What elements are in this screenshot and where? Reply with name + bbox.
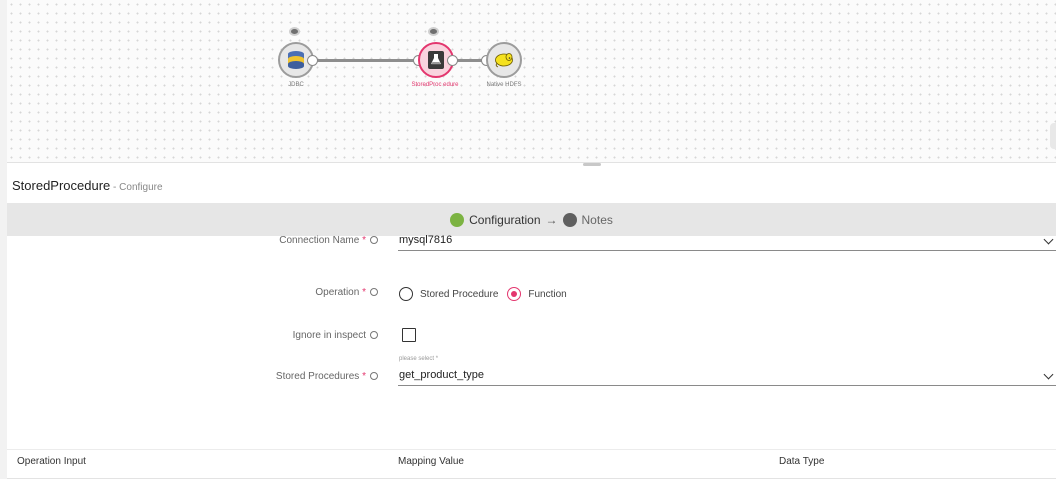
column-header-operation-input: Operation Input [17,456,86,467]
required-marker: * [362,235,366,246]
eye-icon[interactable] [289,27,300,36]
info-icon [370,288,378,296]
panel-title-sub: - Configure [110,182,163,193]
step-notes-label: Notes [581,212,613,227]
connection-name-label: Connection Name * [78,235,378,246]
stored-procedures-hint: please select * [399,356,439,362]
step-configuration-label: Configuration [469,212,541,227]
info-icon [370,236,378,244]
radio-function[interactable] [507,287,522,301]
step-configuration[interactable]: Configuration [450,212,541,227]
node-hdfs-label: Native HDFS [486,82,522,88]
column-header-data-type: Data Type [779,456,825,467]
operation-radio-group: Stored Procedure Function [399,287,576,301]
stored-procedures-value: get_product_type [399,369,485,381]
step-status-dot [450,212,465,227]
info-icon [370,372,378,380]
radio-stored-procedure[interactable] [399,287,413,301]
ignore-in-inspect-label: Ignore in inspect [78,330,378,341]
required-marker: * [362,287,366,298]
panel-title-main: StoredProcedure [12,178,111,193]
step-arrow-icon: → [545,212,558,227]
database-icon [288,51,304,69]
hadoop-elephant-icon [495,53,513,68]
operation-input-table-header: Operation Input Mapping Value Data Type [7,449,1056,479]
operation-label: Operation * [78,287,378,298]
node-jdbc[interactable] [278,42,314,78]
node-storedproc-out-port[interactable] [447,55,458,66]
canvas-side-handle[interactable] [1050,123,1056,149]
chevron-down-icon [1043,369,1054,380]
page-title: StoredProcedure - Configure [12,178,163,193]
ignore-in-inspect-label-text: Ignore in inspect [292,330,366,341]
chevron-down-icon [1043,234,1054,245]
flask-icon [428,51,444,69]
left-gutter [0,0,7,479]
step-status-dot [562,212,577,227]
column-header-mapping-value: Mapping Value [398,456,464,467]
info-icon [370,331,378,339]
edge-jdbc-storedproc [314,59,420,62]
radio-function-label[interactable]: Function [528,288,567,300]
eye-icon[interactable] [428,27,439,36]
wizard-stepper: Configuration → Notes [7,203,1056,236]
required-marker: * [362,371,366,382]
step-notes[interactable]: Notes [562,212,613,227]
connection-name-select[interactable]: mysql7816 [398,234,1056,251]
panel-resize-handle[interactable] [583,163,601,166]
connection-name-label-text: Connection Name [279,235,360,246]
ignore-in-inspect-checkbox[interactable] [402,328,416,342]
pipeline-canvas[interactable]: JDBC StoredProc edure Native HDFS [7,0,1056,163]
node-native-hdfs[interactable] [486,42,522,78]
stored-procedures-label-text: Stored Procedures [275,371,360,382]
node-storedproc-label: StoredProc edure [411,82,459,88]
operation-label-text: Operation [315,287,360,298]
node-jdbc-label: JDBC [288,82,304,88]
radio-stored-procedure-label[interactable]: Stored Procedure [420,288,499,300]
stored-procedures-label: Stored Procedures * [78,371,378,382]
edge-storedproc-hdfs [454,59,486,62]
stored-procedures-select[interactable]: get_product_type [398,369,1056,386]
connection-name-value: mysql7816 [399,234,453,246]
node-jdbc-out-port[interactable] [307,55,318,66]
